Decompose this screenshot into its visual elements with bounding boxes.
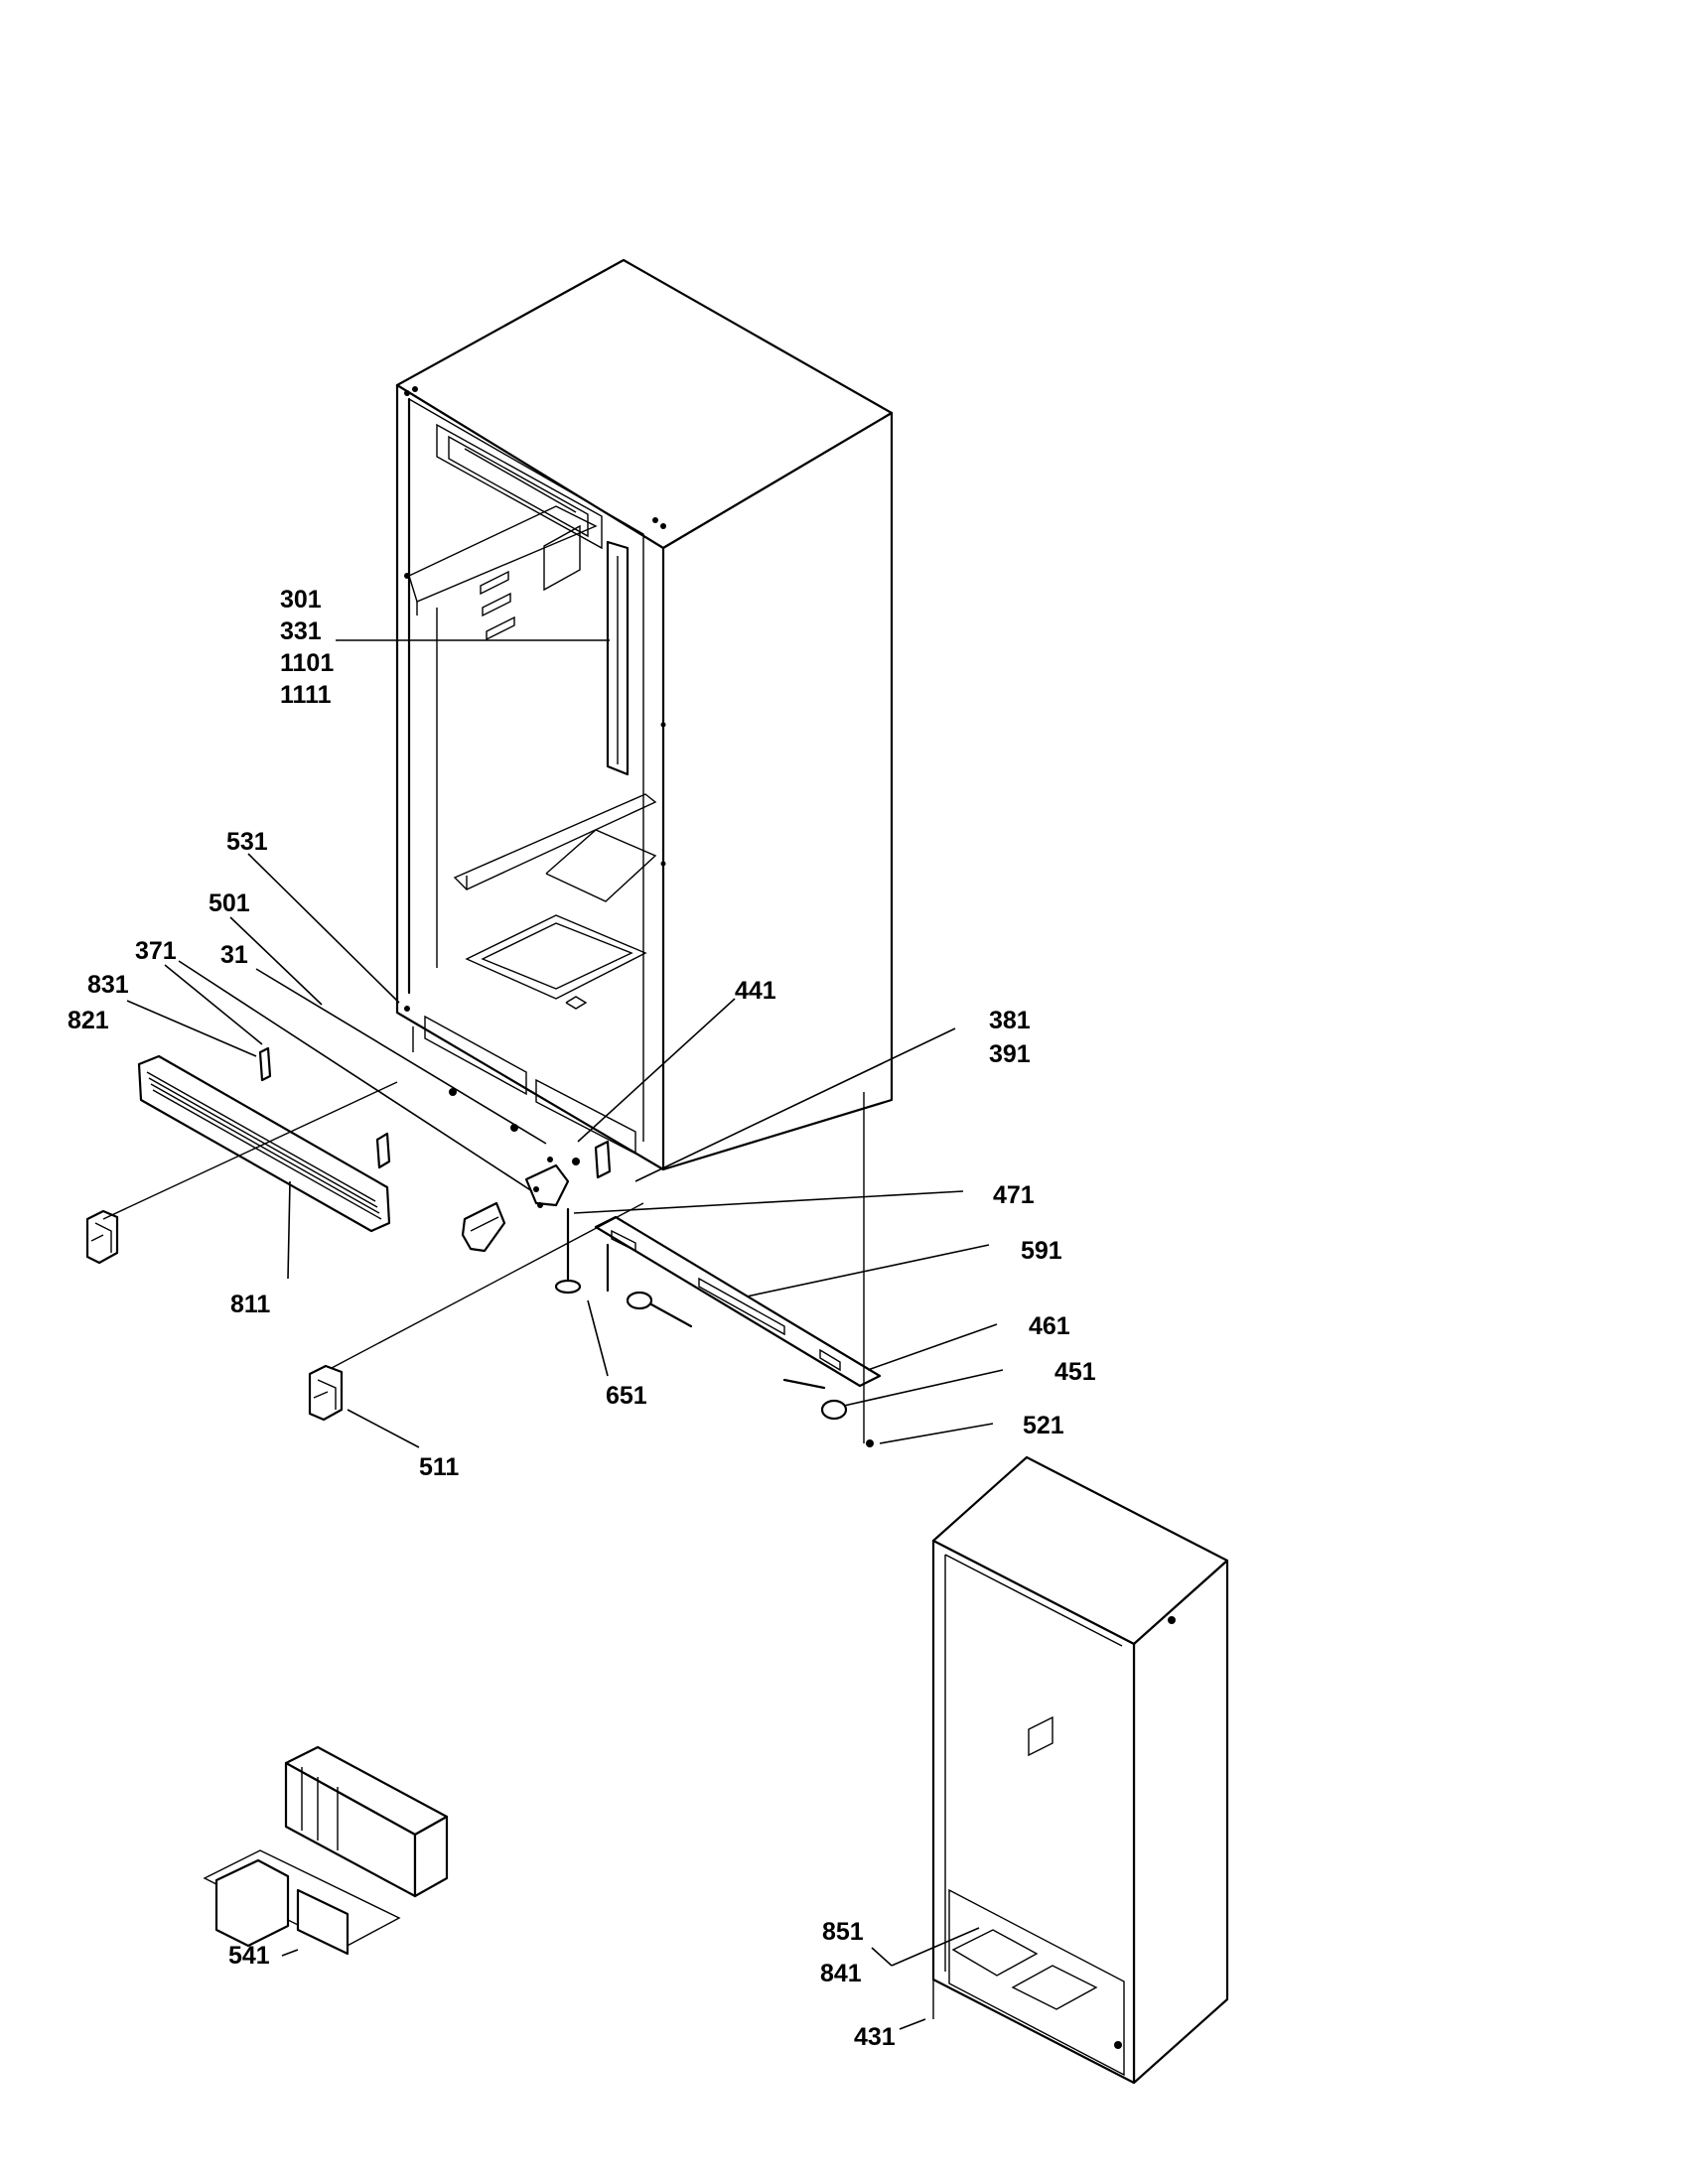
label-301: 301 xyxy=(280,586,322,614)
label-851: 851 xyxy=(822,1918,864,1946)
kick-grille xyxy=(137,1046,391,1233)
label-591: 591 xyxy=(1021,1237,1062,1265)
label-331: 331 xyxy=(280,617,322,645)
label-521: 521 xyxy=(1023,1412,1064,1439)
label-501: 501 xyxy=(209,889,250,917)
label-31: 31 xyxy=(220,941,248,969)
hinge-bracket-bottom xyxy=(308,1364,344,1422)
label-431: 431 xyxy=(854,2023,896,2051)
label-471: 471 xyxy=(993,1181,1035,1209)
hinge-bracket-left xyxy=(85,1209,119,1265)
label-371: 371 xyxy=(135,937,177,965)
label-831: 831 xyxy=(87,971,129,999)
rear-cabinet xyxy=(931,1455,1229,2085)
hinge-piece xyxy=(461,1201,506,1253)
label-531: 531 xyxy=(226,828,268,856)
label-541: 541 xyxy=(228,1942,270,1970)
label-511: 511 xyxy=(419,1453,459,1481)
label-841: 841 xyxy=(820,1960,862,1987)
drain-pan xyxy=(203,1745,449,1956)
main-cabinet xyxy=(395,258,894,1171)
leveling-area xyxy=(524,1140,612,1295)
label-651: 651 xyxy=(606,1382,647,1410)
leader-lines xyxy=(102,639,1004,2030)
label-391: 391 xyxy=(989,1040,1031,1068)
label-461: 461 xyxy=(1029,1312,1070,1340)
label-1101: 1101 xyxy=(280,649,334,677)
label-451: 451 xyxy=(1054,1358,1096,1386)
label-1111: 1111 xyxy=(280,681,332,709)
label-441: 441 xyxy=(735,977,776,1005)
label-811: 811 xyxy=(230,1291,270,1318)
bottom-rail xyxy=(594,1215,882,1447)
callout-labels: 301 331 1101 1111 531 501 371 31 831 821… xyxy=(68,586,1096,2051)
label-821: 821 xyxy=(68,1007,109,1034)
label-381: 381 xyxy=(989,1007,1031,1034)
